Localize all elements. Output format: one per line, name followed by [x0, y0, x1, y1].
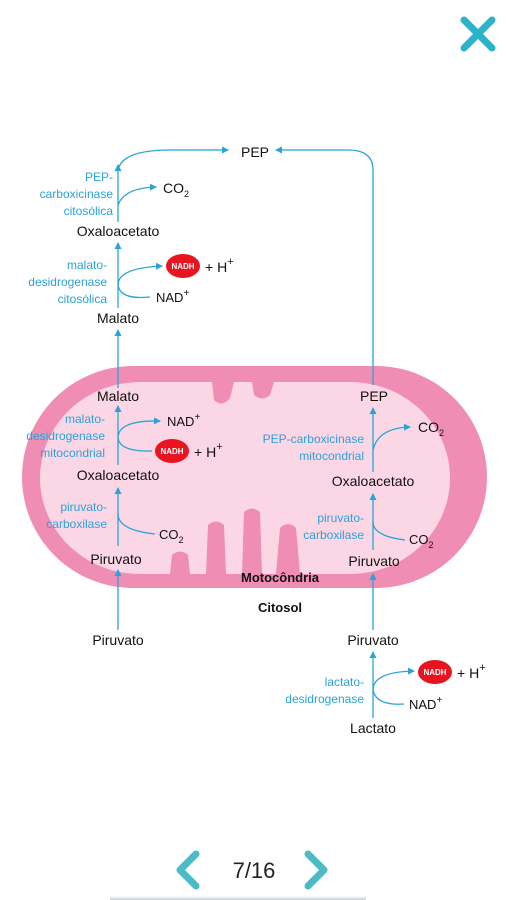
nadh-badge-top: NADH	[166, 254, 200, 278]
pep-top-label: PEP	[241, 144, 269, 160]
co2-label-top: CO2	[163, 180, 189, 199]
arrow-co2-in-right	[372, 521, 406, 541]
arrow-co2-in-left	[117, 513, 156, 535]
h-plus-label-lactate: + H+	[457, 662, 486, 681]
mdh-cytosol-enzyme-line1: malato-	[67, 258, 107, 272]
chevron-left-icon	[176, 850, 200, 890]
mdh-mito-enzyme-line3: mitocondrial	[40, 446, 105, 460]
previous-page-button[interactable]	[170, 850, 204, 890]
nad-label-mito: NAD+	[167, 412, 200, 429]
arrow-co2-release-top	[117, 183, 157, 206]
close-button[interactable]	[458, 14, 498, 54]
h-plus-label-mito: + H+	[194, 441, 223, 460]
nadh-badge-lactate: NADH	[418, 660, 452, 684]
page-indicator: 7/16	[232, 858, 276, 883]
nadh-badge-mito: NADH	[155, 439, 189, 463]
svg-text:NADH: NADH	[423, 668, 446, 677]
arrow-co2-release-mito	[372, 423, 411, 451]
malate-mito-label: Malato	[97, 388, 139, 404]
inner-membrane	[40, 382, 450, 574]
malate-cytosol-label: Malato	[97, 310, 139, 326]
arrow-nadh-lactate	[372, 667, 415, 691]
oxaloacetate-cytosol-label: Oxaloacetato	[77, 223, 160, 239]
mdh-mito-enzyme-line2: desidrogenase	[26, 429, 105, 443]
oxaloacetate-mito-right-label: Oxaloacetato	[332, 473, 415, 489]
nad-label-lactate: NAD+	[409, 695, 442, 712]
pepck-mito-enzyme-line1: PEP-carboxicinase	[263, 432, 365, 446]
mitochondria-label: Motocôndria	[241, 570, 320, 585]
pepck-cytosol-enzyme-line3: citosólica	[64, 204, 114, 218]
co2-label-mito-pc-right: CO2	[409, 532, 434, 550]
oxaloacetate-mito-left-label: Oxaloacetato	[77, 467, 160, 483]
pepck-cytosol-enzyme-line2: carboxicinase	[40, 187, 114, 201]
pc-right-enzyme-line2: carboxilase	[303, 528, 364, 542]
arrow-nad-lactate	[372, 689, 405, 705]
arrow-nadh-mito	[117, 437, 153, 452]
svg-text:NADH: NADH	[171, 262, 194, 271]
arrow-nad-mito	[117, 417, 161, 439]
co2-label-mito-left: CO2	[159, 527, 184, 545]
bottom-shadow	[110, 896, 366, 900]
pepck-mito-enzyme-line2: mitocondrial	[299, 449, 364, 463]
pc-right-enzyme-line1: piruvato-	[317, 511, 364, 525]
mdh-mito-enzyme-line1: malato-	[65, 412, 105, 426]
pc-enzyme-line1: piruvato-	[60, 500, 107, 514]
pager: 7/16	[0, 846, 506, 896]
pepck-cytosol-enzyme-line1: PEP-	[85, 170, 113, 184]
pyruvate-cytosol-left-label: Piruvato	[92, 632, 144, 648]
co2-label-mito-right: CO2	[418, 419, 444, 438]
pyruvate-cytosol-right-label: Piruvato	[347, 632, 399, 648]
reaction-arrows	[114, 146, 415, 718]
next-page-button[interactable]	[300, 850, 334, 890]
arrow-nadh-oxidation-top	[117, 262, 163, 286]
pyruvate-mito-left-label: Piruvato	[90, 551, 142, 567]
svg-text:NADH: NADH	[160, 447, 183, 456]
ldh-enzyme-line1: lactato-	[325, 675, 364, 689]
mdh-cytosol-enzyme-line2: desidrogenase	[28, 275, 107, 289]
arrow-nad-top	[117, 284, 151, 299]
nad-label-top: NAD+	[156, 288, 189, 305]
pyruvate-mito-right-label: Piruvato	[348, 553, 400, 569]
close-icon	[460, 16, 496, 52]
pc-enzyme-line2: carboxilase	[46, 517, 107, 531]
arrow-to-pep-left	[117, 146, 229, 171]
arrow-to-pep-right	[275, 146, 374, 385]
ldh-enzyme-line2: desidrogenase	[285, 692, 364, 706]
mitochondrion	[22, 366, 487, 588]
mdh-cytosol-enzyme-line3: citosólica	[58, 292, 108, 306]
lactate-label: Lactato	[350, 720, 396, 736]
h-plus-label-top: + H+	[205, 256, 234, 275]
pep-mito-label: PEP	[360, 388, 388, 404]
cytosol-label: Citosol	[258, 600, 302, 615]
chevron-right-icon	[304, 850, 328, 890]
